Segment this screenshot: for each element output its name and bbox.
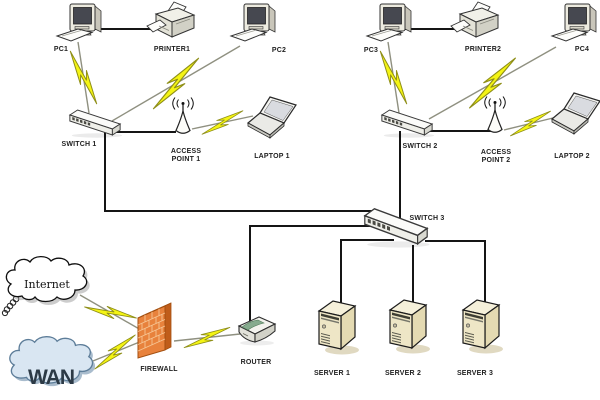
firewall-label: FIREWALL (140, 366, 178, 373)
printer1-icon (146, 1, 195, 38)
pc3-icon (366, 3, 412, 42)
pc4-icon (551, 3, 597, 42)
switch3-label: SWITCH 3 (409, 215, 444, 222)
internet-label: Internet (24, 278, 70, 291)
internet-firewall-lightning-bolt-icon (84, 292, 137, 333)
laptop1-icon (247, 96, 297, 139)
pc1-switch1-lightning-bolt-icon (69, 47, 98, 108)
firewall-icon (137, 302, 172, 359)
server1-icon (318, 300, 360, 356)
pc3-switch2-lightning-bolt-icon (379, 47, 408, 108)
firewall-router-lightning-bolt-icon (182, 326, 232, 349)
router-label: ROUTER (241, 359, 272, 366)
switch2-icon (381, 109, 435, 139)
server3-label: SERVER 3 (457, 370, 493, 377)
laptop1-label: LAPTOP 1 (254, 153, 290, 160)
wan-firewall-lightning-bolt-icon (88, 334, 142, 370)
wan-label: WAN (28, 366, 74, 389)
switch2-label: SWITCH 2 (402, 143, 437, 150)
switch3-server1-cable (340, 239, 394, 308)
printer1-label: PRINTER1 (154, 46, 190, 53)
pc4-switch2-lightning-bolt-icon (458, 57, 527, 109)
laptop2-icon (551, 92, 600, 135)
switch1-icon (69, 109, 123, 139)
ap2-icon (484, 95, 506, 133)
ap1-laptop1-lightning-bolt-icon (198, 110, 247, 135)
printer2-icon (450, 1, 499, 38)
router-icon (238, 316, 276, 347)
pc1-label: PC1 (54, 46, 68, 53)
pc3-label: PC3 (364, 47, 378, 54)
pc2-switch1-lightning-bolt-icon (142, 57, 210, 110)
pc2-icon (230, 3, 276, 42)
server1-label: SERVER 1 (314, 370, 350, 377)
device-icons-layer (1, 1, 600, 387)
ap1-icon (172, 96, 194, 134)
server2-icon (389, 299, 431, 355)
ap2-laptop2-lightning-bolt-icon (506, 110, 555, 137)
switch1-label: SWITCH 1 (61, 141, 96, 148)
pc4-label: PC4 (575, 46, 589, 53)
switch3-server3-cable (425, 240, 486, 306)
pc2-label: PC2 (272, 47, 286, 54)
printer2-label: PRINTER2 (465, 46, 501, 53)
switch1-switch3-cable (104, 131, 372, 212)
pc1-icon (56, 3, 102, 42)
laptop2-label: LAPTOP 2 (554, 153, 590, 160)
server2-label: SERVER 2 (385, 370, 421, 377)
router-switch3-cable (249, 225, 376, 322)
server3-icon (462, 299, 504, 355)
